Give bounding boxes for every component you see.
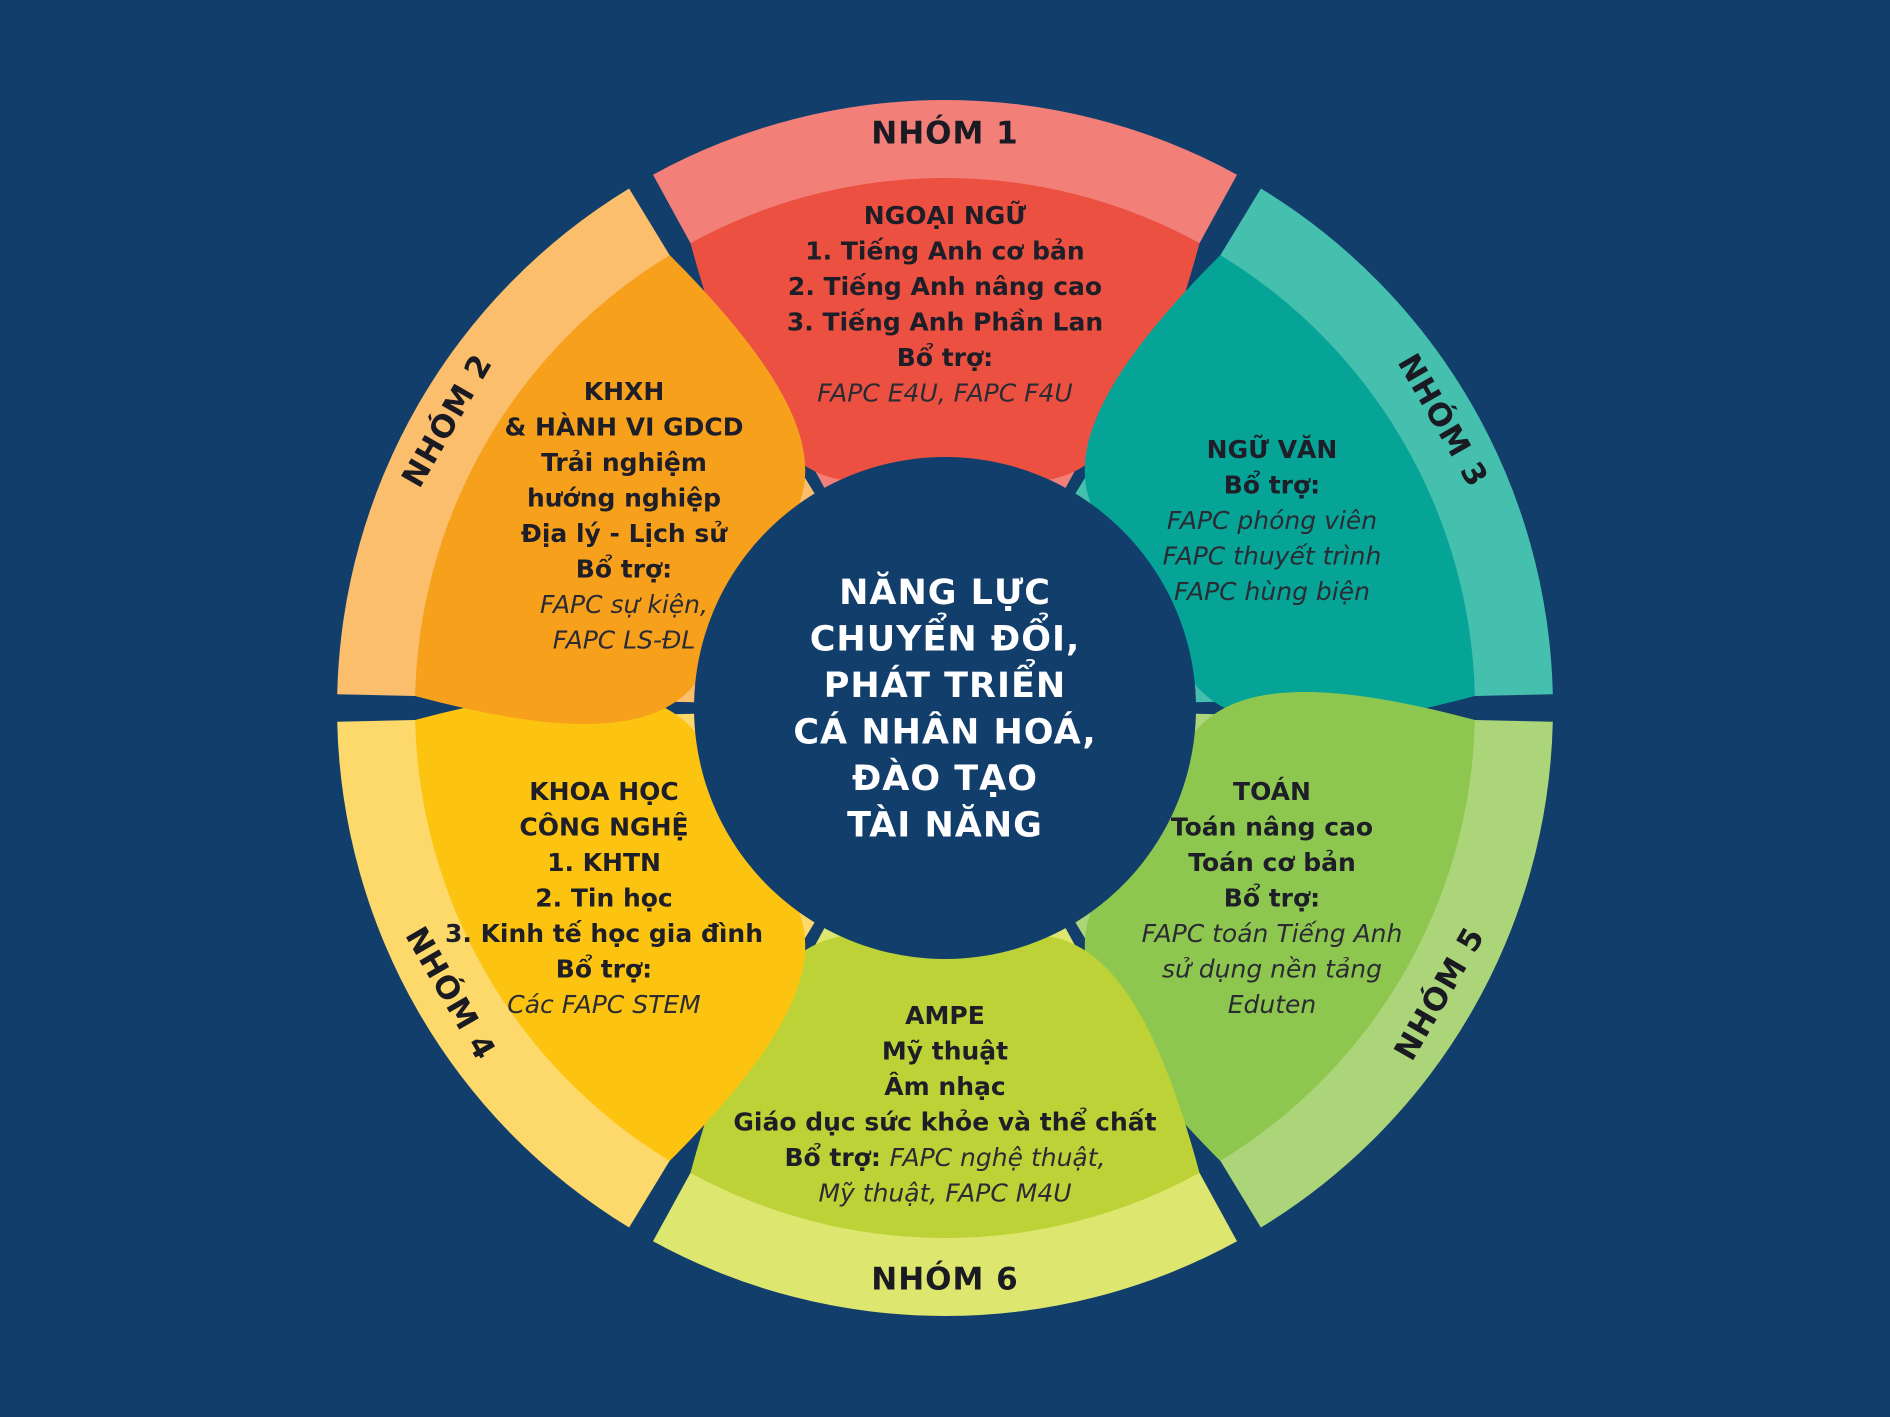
segment-hub-gap-3 <box>1045 709 1196 925</box>
group-line: 1. Tiếng Anh cơ bản <box>805 237 1084 266</box>
group-line: Bổ trợ: <box>1224 470 1320 500</box>
group-line: FAPC LS-ĐL <box>553 626 696 655</box>
center-title-line: NĂNG LỰC <box>839 570 1051 613</box>
group-line: FAPC phóng viên <box>1167 506 1377 535</box>
group-line: FAPC hùng biện <box>1174 577 1370 606</box>
group-line: & HÀNH VI GDCD <box>504 413 743 442</box>
center-title-line: TÀI NĂNG <box>847 802 1043 845</box>
group-line: sử dụng nền tảng <box>1162 955 1382 984</box>
group-line: Toán nâng cao <box>1171 813 1373 842</box>
group-line: 3. Tiếng Anh Phần Lan <box>787 308 1103 337</box>
group-line: Bổ trợ: <box>576 554 672 584</box>
group-line: Các FAPC STEM <box>507 990 700 1019</box>
group-line: 3. Kinh tế học gia đình <box>445 919 763 948</box>
segment-inner-3 <box>1084 692 1475 1161</box>
group-line: Địa lý - Lịch sử <box>521 519 728 548</box>
center-title-line: CHUYỂN ĐỔI, <box>810 611 1081 659</box>
center-title-line: ĐÀO TẠO <box>852 757 1038 799</box>
group-label-4: NHÓM 6 <box>871 1261 1018 1298</box>
segment-hub-gap-1 <box>820 457 1070 535</box>
segment-hub-gap-4 <box>820 881 1070 959</box>
group-line: FAPC thuyết trình <box>1163 542 1382 571</box>
group-line: NGOẠI NGỮ <box>864 200 1026 230</box>
group-line: TOÁN <box>1233 777 1311 806</box>
group-label-1: NHÓM 1 <box>871 115 1018 152</box>
group-line: NGỮ VĂN <box>1207 434 1338 464</box>
group-line: Toán cơ bản <box>1188 848 1356 877</box>
segment-inner-4 <box>690 934 1200 1239</box>
group-line: 2. Tiếng Anh nâng cao <box>788 272 1102 301</box>
segment-hub-gap-6 <box>694 491 845 707</box>
group-line: Bổ trợ: FAPC nghệ thuật, <box>784 1142 1105 1172</box>
segment-hub-gap-2 <box>1045 491 1196 707</box>
segment-inner-2 <box>1084 255 1475 724</box>
group-line: FAPC sự kiện, <box>540 590 708 619</box>
group-line: hướng nghiệp <box>527 484 721 513</box>
group-line: Eduten <box>1228 990 1317 1019</box>
group-line: Giáo dục sức khỏe và thể chất <box>733 1107 1156 1137</box>
group-line: CÔNG NGHỆ <box>519 812 688 842</box>
wheel-segments <box>337 99 1553 1317</box>
group-line: Bổ trợ: <box>897 342 993 372</box>
group-line: KHXH <box>584 377 665 406</box>
group-line: Mỹ thuật, FAPC M4U <box>818 1179 1071 1208</box>
group-line: Bổ trợ: <box>556 954 652 984</box>
group-line-label: Bổ trợ: <box>784 1142 889 1172</box>
group-content-5: KHOA HỌC CÔNG NGHỆ 1. KHTN 2. Tin học 3. Kin… <box>445 777 763 1019</box>
segment-inner-1 <box>690 177 1200 482</box>
group-line: AMPE <box>905 1001 985 1030</box>
group-line: Mỹ thuật <box>882 1037 1008 1066</box>
group-content-1: NGOẠI NGỮ 1. Tiếng Anh cơ bản 2. Tiếng Anh… <box>787 200 1103 408</box>
group-line: 1. KHTN <box>547 848 661 877</box>
group-content-6: KHXH & HÀNH VI GDCD Trải nghiệm hướng nghiệ… <box>504 377 743 655</box>
segment-hub-gap-5 <box>694 709 845 925</box>
group-contents: NGOẠI NGỮ 1. Tiếng Anh cơ bản 2. Tiếng Anh… <box>445 200 1402 1208</box>
segment-inner-6 <box>415 255 806 724</box>
group-line: 2. Tin học <box>535 884 673 913</box>
group-line: FAPC E4U, FAPC F4U <box>817 379 1072 408</box>
group-line: Âm nhạc <box>884 1072 1005 1101</box>
group-line: Trải nghiệm <box>541 448 707 477</box>
center-title-line: CÁ NHÂN HOÁ, <box>793 710 1096 752</box>
group-line: KHOA HỌC <box>529 777 678 806</box>
group-line-suffix: FAPC nghệ thuật, <box>890 1143 1106 1172</box>
segment-inner-5 <box>415 692 806 1161</box>
group-line: FAPC toán Tiếng Anh <box>1142 919 1403 948</box>
group-line: Bổ trợ: <box>1224 883 1320 913</box>
center-title-line: PHÁT TRIỂN <box>824 658 1066 706</box>
